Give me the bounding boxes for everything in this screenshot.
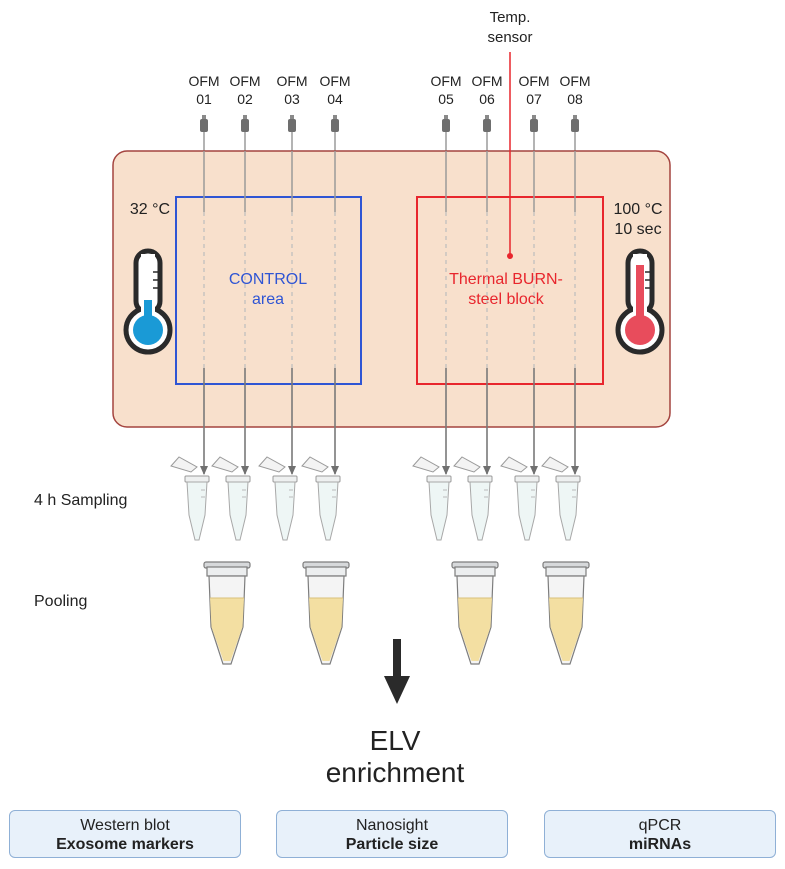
control-area	[175, 196, 362, 385]
probe-label-number: 01	[196, 91, 212, 107]
pooling-tube-icon	[203, 561, 251, 665]
probe-connector-icon	[530, 115, 538, 151]
sampling-tube-icon	[412, 456, 452, 541]
sampling-tube-icon	[258, 456, 298, 541]
result-subtitle: Exosome markers	[56, 836, 194, 853]
sensor-tip	[507, 253, 513, 259]
sampling-tube-icon	[453, 456, 493, 541]
result-subtitle: Particle size	[345, 836, 439, 853]
elv-label-line1: ELV	[370, 725, 421, 756]
pooling-label: Pooling	[34, 593, 87, 610]
probe-label-prefix: OFM	[276, 73, 307, 89]
sampling-tube-icon	[301, 456, 341, 541]
control-label-line2: area	[252, 291, 284, 308]
thermometer-cold-icon	[123, 248, 173, 355]
probe-label-number: 05	[438, 91, 454, 107]
elv-label-line2: enrichment	[326, 757, 465, 788]
result-title: qPCR	[638, 817, 682, 834]
burn-label-line2: steel block	[468, 291, 545, 308]
probe-label-number: 07	[526, 91, 542, 107]
probe-connector-icon	[442, 115, 450, 151]
probe-connectors	[200, 115, 579, 151]
probe-label-number: 03	[284, 91, 300, 107]
result-qpcr: qPCR miRNAs	[544, 810, 776, 858]
heating-plate	[112, 150, 671, 428]
probe-connector-icon	[483, 115, 491, 151]
pooling-tubes	[203, 561, 590, 665]
probe-label-number: 02	[237, 91, 253, 107]
down-arrow-icon	[384, 639, 410, 704]
probe-label-prefix: OFM	[319, 73, 350, 89]
probe-label-prefix: OFM	[471, 73, 502, 89]
probe-label-number: 08	[567, 91, 583, 107]
control-temperature: 32 °C	[130, 201, 170, 218]
sensor-label-line1: Temp.	[490, 9, 531, 26]
probe-connector-icon	[331, 115, 339, 151]
pooling-tube-icon	[302, 561, 350, 665]
probe-label-prefix: OFM	[430, 73, 461, 89]
probe-connector-icon	[200, 115, 208, 151]
control-label-line1: CONTROL	[229, 271, 307, 288]
burn-temperature: 100 °C	[613, 201, 662, 218]
sensor-label-line2: sensor	[487, 29, 532, 46]
probe-connector-icon	[241, 115, 249, 151]
pooling-tube-icon	[542, 561, 590, 665]
result-title: Western blot	[80, 817, 170, 834]
sampling-tubes	[170, 456, 581, 541]
probe-lines	[200, 151, 579, 475]
pooling-tube-icon	[451, 561, 499, 665]
burn-duration: 10 sec	[614, 221, 661, 238]
result-western-blot: Western blot Exosome markers	[9, 810, 241, 858]
result-title: Nanosight	[355, 817, 429, 834]
thermometer-hot-icon	[615, 248, 665, 355]
probe-label-prefix: OFM	[559, 73, 590, 89]
probe-label-prefix: OFM	[518, 73, 549, 89]
sampling-tube-icon	[211, 456, 251, 541]
probe-label-number: 06	[479, 91, 495, 107]
sampling-tube-icon	[500, 456, 540, 541]
sampling-tube-icon	[541, 456, 581, 541]
probe-connector-icon	[288, 115, 296, 151]
probe-label-prefix: OFM	[229, 73, 260, 89]
probe-label-number: 04	[327, 91, 343, 107]
probe-labels: OFM 01 OFM 02 OFM 03 OFM 04 OFM 05 OFM 06 OFM 07 OFM 08	[188, 73, 590, 107]
probe-connector-icon	[571, 115, 579, 151]
result-nanosight: Nanosight Particle size	[276, 810, 508, 858]
sampling-tube-icon	[170, 456, 210, 541]
probe-label-prefix: OFM	[188, 73, 219, 89]
sampling-label: 4 h Sampling	[34, 492, 127, 509]
result-subtitle: miRNAs	[628, 836, 692, 853]
burn-label-line1: Thermal BURN-	[449, 271, 563, 288]
